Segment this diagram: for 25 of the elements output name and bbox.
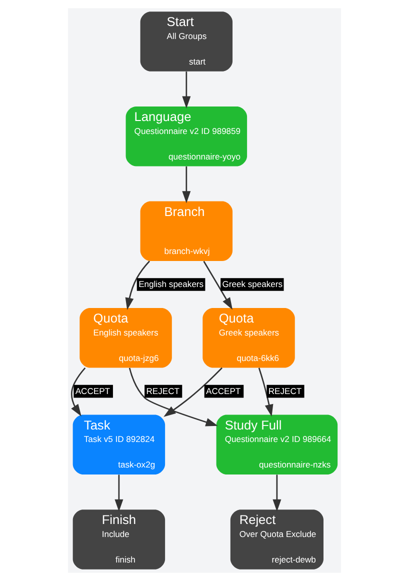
arrow [182,72,190,108]
arrow [70,367,86,416]
edge-label: ACCEPT [206,386,240,396]
node-box: Start All Groups start [140,12,232,72]
edge-label: English speakers [138,279,204,290]
arrow [163,367,222,417]
edge-label: REJECT [268,386,302,396]
arrow [272,474,281,512]
node-box: Task Task v5 ID 892824 task-ox2g [72,414,165,475]
arrow [182,166,190,204]
arrow [202,260,232,310]
edge-label: ACCEPT [74,386,110,396]
node-box: Reject Over Quota Exclude reject-dewb [230,510,323,570]
edge-label: REJECT [146,386,179,396]
node-box: Quota Greek speakers quota-6kk6 [202,308,294,368]
arrow [124,260,150,310]
node-box: Language Questionnaire v2 ID 989859 questionnaire-yoyo [125,106,247,166]
node-box: Study Full Questionnaire v2 ID 989664 questionnaire-nzks [216,414,338,475]
arrow [258,368,273,417]
node-box: Branch branch-wkvj [140,201,232,262]
node-box: Quota English speakers quota-jzg6 [79,308,172,368]
node-box: Finish Include finish [72,510,165,570]
edge-label: Greek speakers [222,279,282,290]
arrow [114,474,123,512]
arrow [128,368,218,426]
